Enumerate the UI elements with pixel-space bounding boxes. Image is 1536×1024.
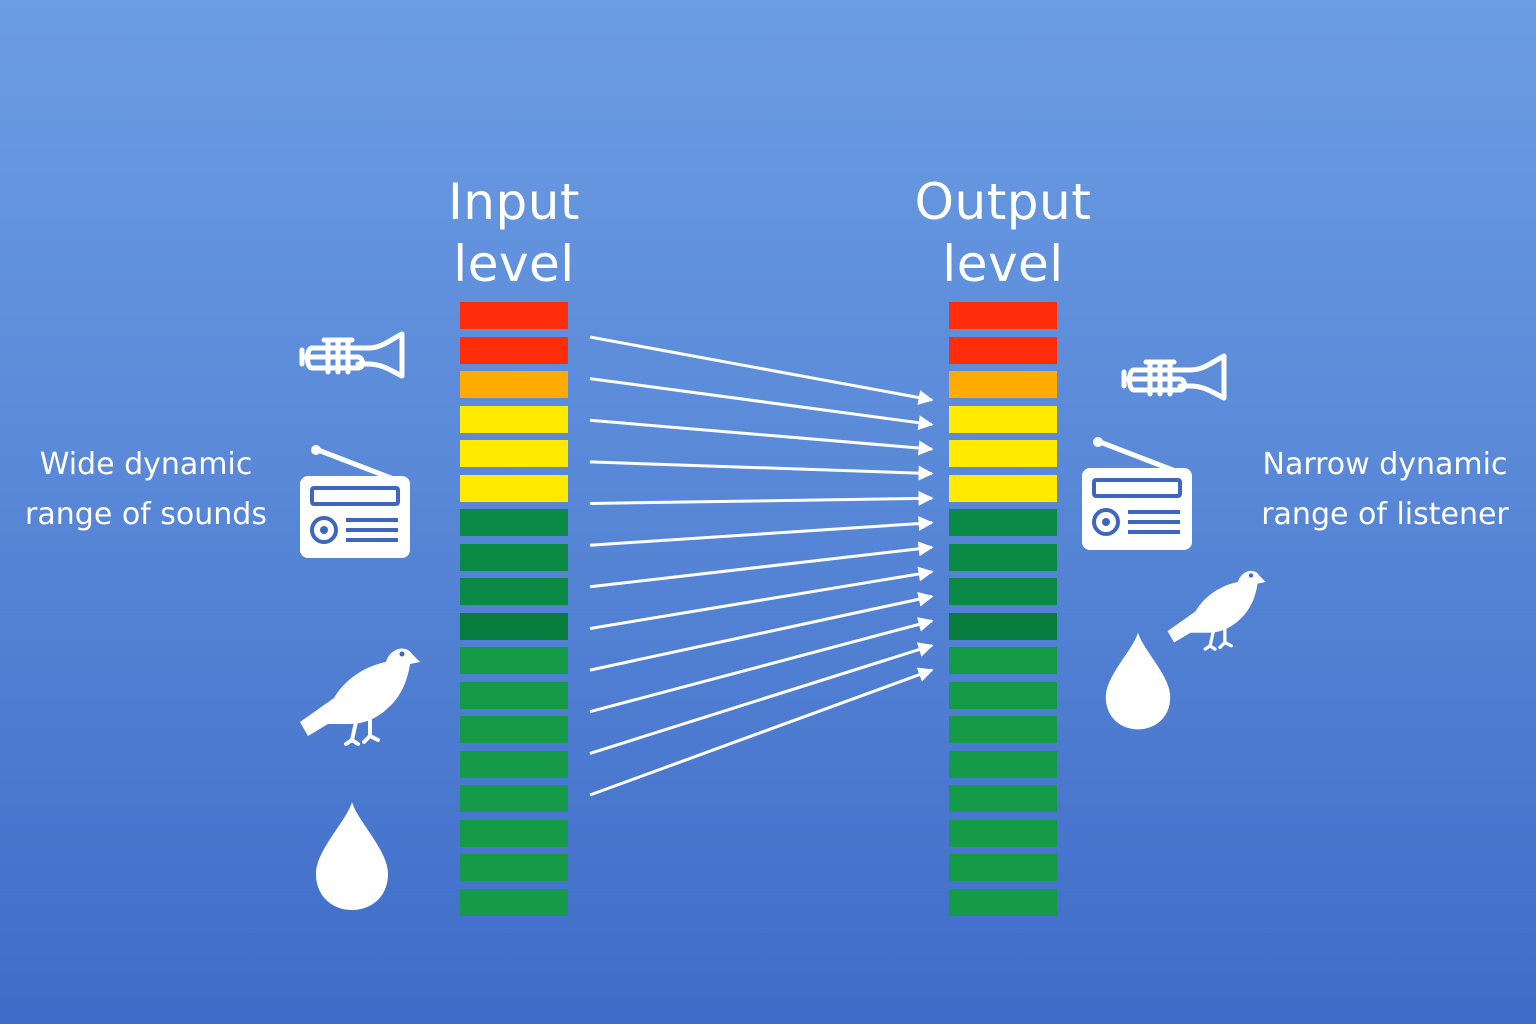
meter-segment bbox=[460, 440, 568, 467]
wide-label-line1: Wide dynamic bbox=[39, 447, 253, 482]
mapping-arrow bbox=[589, 591, 934, 672]
meter-segment bbox=[460, 509, 568, 536]
meter-segment bbox=[949, 543, 1057, 571]
input-level-title: Input level bbox=[414, 171, 614, 295]
meter-segment bbox=[949, 888, 1057, 916]
mapping-arrow bbox=[589, 490, 934, 506]
meter-segment bbox=[460, 819, 568, 847]
meter-segment bbox=[949, 440, 1057, 467]
meter-segment bbox=[949, 819, 1057, 847]
radio-icon bbox=[300, 445, 410, 558]
meter-segment bbox=[460, 543, 568, 571]
meter-segment bbox=[460, 371, 568, 398]
meter-segment bbox=[949, 578, 1057, 605]
radio-icon bbox=[1082, 437, 1192, 550]
output-level-title: Output level bbox=[903, 171, 1103, 295]
bird-icon bbox=[300, 648, 420, 746]
meter-segment bbox=[460, 405, 568, 433]
meter-segment bbox=[460, 750, 568, 778]
meter-segment bbox=[949, 336, 1057, 364]
mapping-arrow bbox=[589, 541, 934, 589]
meter-segment bbox=[949, 716, 1057, 743]
output-level-meter bbox=[949, 302, 1057, 923]
meter-segment bbox=[460, 612, 568, 640]
narrow-label-line1: Narrow dynamic bbox=[1262, 447, 1508, 482]
meter-segment bbox=[949, 474, 1057, 502]
mapping-arrow bbox=[589, 566, 934, 630]
mapping-arrow bbox=[589, 460, 934, 481]
narrow-dynamic-range-label: Narrow dynamic range of listener bbox=[1240, 440, 1530, 540]
mapping-arrow bbox=[589, 335, 934, 405]
trumpet-icon bbox=[1121, 353, 1227, 401]
output-title-line2: level bbox=[942, 235, 1064, 293]
mapping-arrow bbox=[589, 418, 934, 456]
narrow-label-line2: range of listener bbox=[1261, 497, 1509, 532]
meter-segment bbox=[949, 681, 1057, 709]
meter-segment bbox=[949, 612, 1057, 640]
meter-segment bbox=[460, 578, 568, 605]
mapping-arrow bbox=[589, 667, 934, 797]
meter-segment bbox=[949, 647, 1057, 674]
meter-segment bbox=[460, 474, 568, 502]
meter-segment bbox=[949, 405, 1057, 433]
meter-segment bbox=[460, 888, 568, 916]
input-title-line2: level bbox=[453, 235, 575, 293]
meter-segment bbox=[949, 302, 1057, 329]
meter-segment bbox=[949, 509, 1057, 536]
output-title-line1: Output bbox=[914, 173, 1092, 231]
mapping-arrow bbox=[589, 617, 934, 714]
meter-segment bbox=[460, 785, 568, 812]
meter-segment bbox=[460, 681, 568, 709]
wide-dynamic-range-label: Wide dynamic range of sounds bbox=[12, 440, 280, 540]
meter-segment bbox=[460, 647, 568, 674]
meter-segment bbox=[460, 854, 568, 881]
trumpet-icon bbox=[299, 331, 405, 379]
water-drop-icon bbox=[1105, 632, 1171, 730]
mapping-arrow bbox=[589, 377, 934, 431]
mapping-arrow bbox=[589, 516, 934, 547]
wide-label-line2: range of sounds bbox=[25, 497, 267, 532]
meter-segment bbox=[949, 785, 1057, 812]
meter-segment bbox=[460, 336, 568, 364]
water-drop-icon bbox=[316, 802, 388, 910]
meter-segment bbox=[949, 750, 1057, 778]
meter-segment bbox=[949, 854, 1057, 881]
bird-icon bbox=[1167, 570, 1266, 651]
input-level-meter bbox=[460, 302, 568, 923]
meter-segment bbox=[949, 371, 1057, 398]
meter-segment bbox=[460, 302, 568, 329]
input-title-line1: Input bbox=[448, 173, 580, 231]
mapping-arrow bbox=[589, 642, 934, 755]
meter-segment bbox=[460, 716, 568, 743]
